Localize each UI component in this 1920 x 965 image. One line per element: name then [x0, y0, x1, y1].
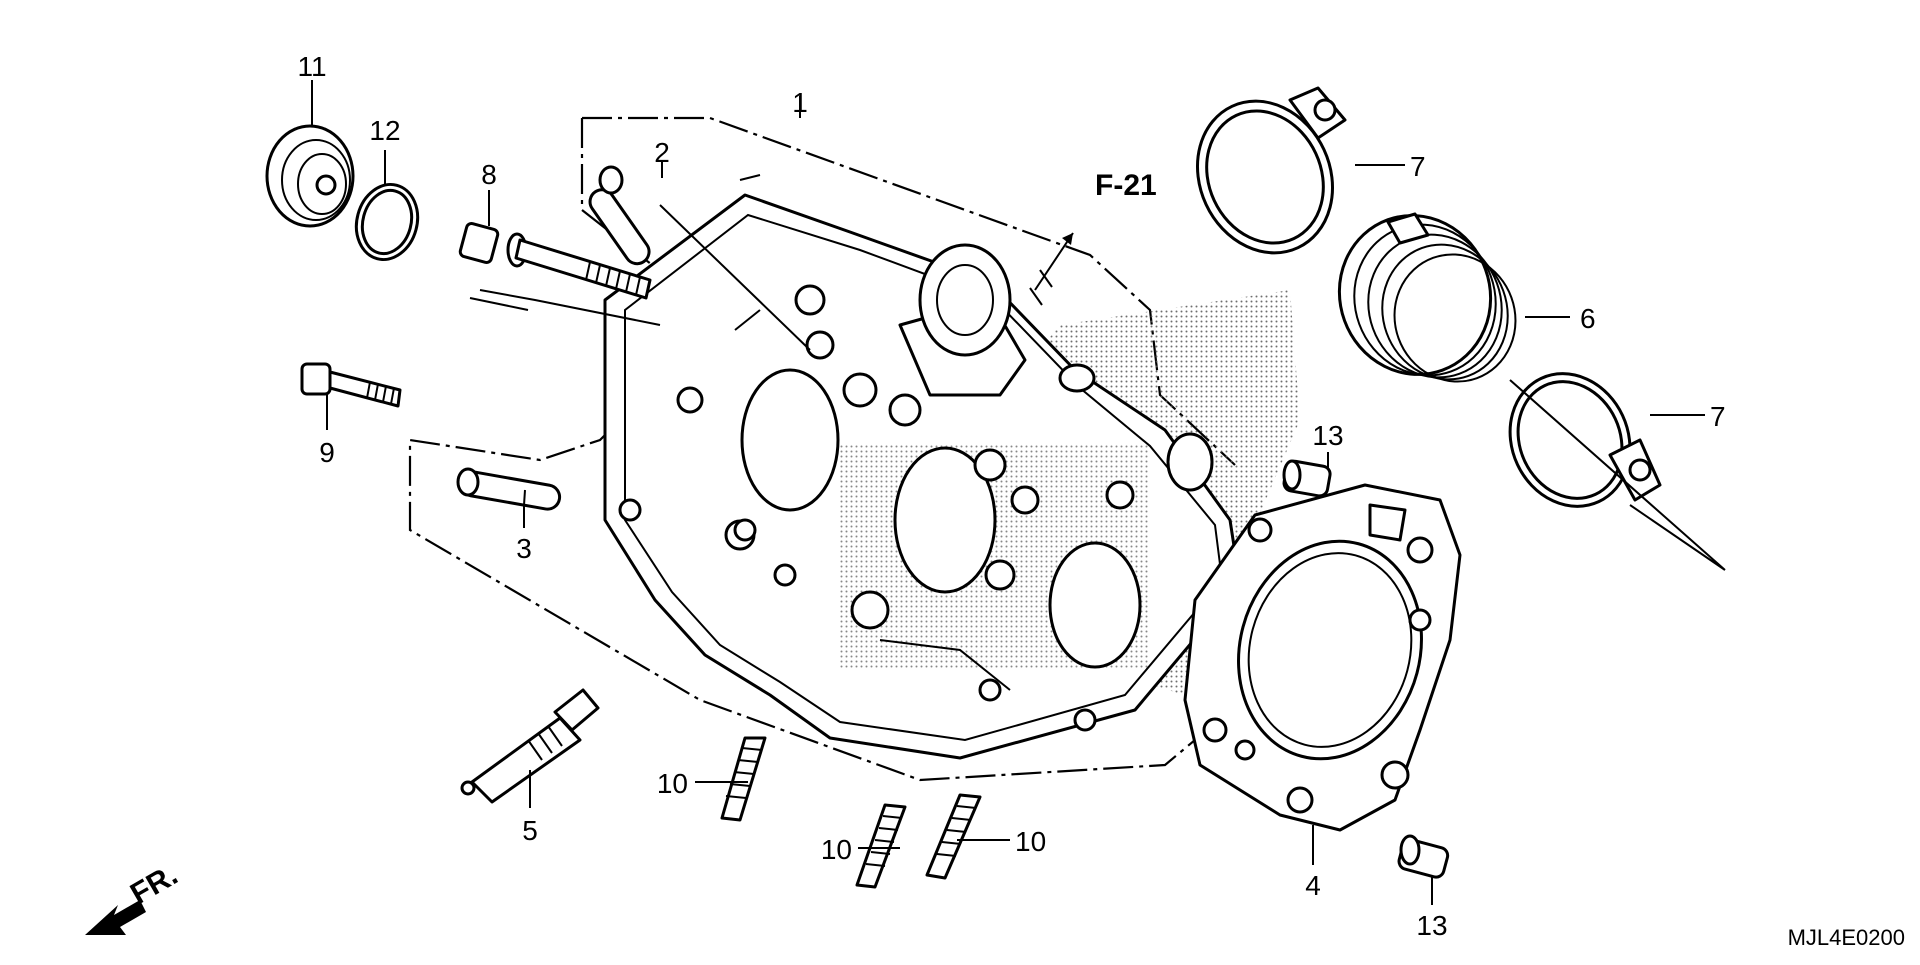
cylinder-head — [603, 174, 1242, 760]
callout-9: 9 — [319, 437, 335, 468]
insulator — [1337, 212, 1517, 383]
assembly-line-left — [469, 289, 661, 326]
bolt-8 — [458, 222, 652, 300]
front-direction-arrow: FR. — [85, 858, 183, 935]
callout-4: 4 — [1305, 870, 1321, 901]
callout-13-upper: 13 — [1312, 420, 1343, 451]
head-gasket — [1183, 483, 1462, 832]
hose-clamp-lower — [1508, 372, 1662, 508]
callout-6: 6 — [1580, 303, 1596, 334]
callout-7-upper: 7 — [1410, 151, 1426, 182]
leader-2 — [659, 160, 811, 351]
callout-5: 5 — [522, 815, 538, 846]
callout-11: 11 — [297, 51, 326, 82]
assembly-line-right — [1509, 379, 1726, 571]
hose-clamp-upper — [1195, 86, 1347, 255]
callout-7-lower: 7 — [1710, 401, 1726, 432]
dowel-pin-lower — [456, 467, 562, 511]
stud-bolt-c — [925, 793, 982, 880]
reference-label: F-21 — [1095, 169, 1157, 202]
diagram-code: MJL4E0200 — [1788, 925, 1905, 950]
leader-3 — [523, 489, 526, 528]
callout-10a: 10 — [657, 768, 688, 799]
spark-plug — [460, 688, 600, 804]
stud-bolt-a — [720, 736, 767, 822]
stud-bolt-b — [855, 803, 907, 889]
callout-3: 3 — [516, 533, 532, 564]
reference-arrow — [1034, 232, 1074, 291]
o-ring-12 — [354, 182, 420, 262]
callout-2: 2 — [654, 137, 670, 168]
callout-13-lower: 13 — [1416, 910, 1447, 941]
front-label: FR. — [125, 858, 183, 911]
dowel-pin-13-upper — [1282, 459, 1332, 498]
callout-8: 8 — [481, 159, 497, 190]
bolt-9 — [300, 362, 402, 408]
callout-1: 1 — [792, 87, 808, 118]
dowel-pin-13-lower — [1397, 834, 1450, 879]
dowel-pin-upper — [588, 165, 651, 266]
callout-10c: 10 — [1015, 826, 1046, 857]
callout-12: 12 — [369, 115, 400, 146]
callout-10b: 10 — [821, 834, 852, 865]
plug-11 — [265, 124, 355, 228]
